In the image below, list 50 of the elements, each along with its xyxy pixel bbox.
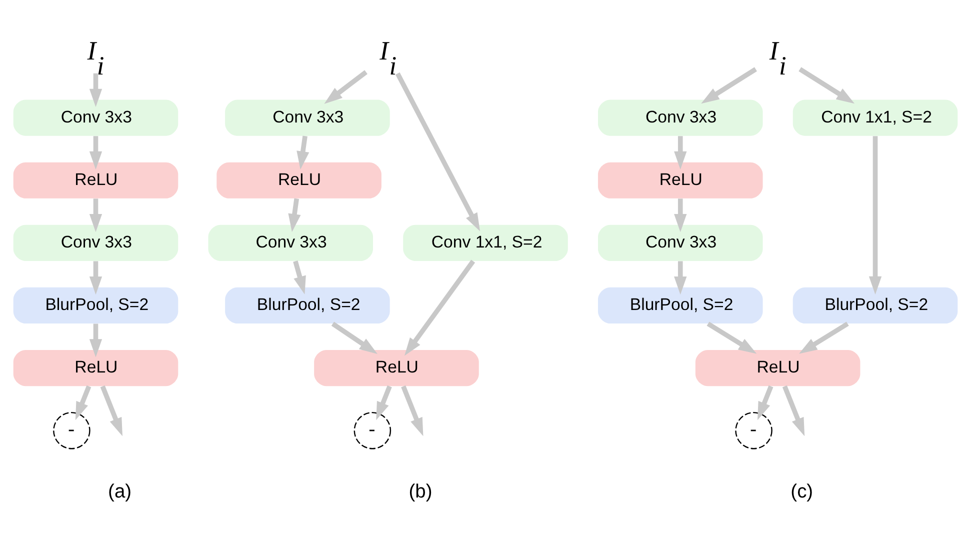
label: (a) xyxy=(108,482,132,503)
arrow xyxy=(706,322,757,354)
arrow xyxy=(296,136,310,170)
arrow xyxy=(395,72,480,232)
arrow xyxy=(798,67,855,104)
node-box: ReLU xyxy=(13,162,178,198)
node-circle: - xyxy=(53,412,90,450)
arrow xyxy=(674,261,687,295)
arrow xyxy=(868,136,882,294)
arrow xyxy=(288,198,301,232)
node-box: BlurPool, S=2 xyxy=(598,287,763,324)
arrow xyxy=(100,385,122,436)
node-box: Conv 3x3 xyxy=(208,224,374,261)
arrow xyxy=(376,385,392,420)
label: (b) xyxy=(408,482,432,503)
arrow xyxy=(324,70,368,104)
node-circle: - xyxy=(354,412,392,450)
arrow xyxy=(293,260,306,294)
arrow xyxy=(782,385,805,436)
node-box: Conv 1x1, S=2 xyxy=(403,224,568,261)
arrow xyxy=(89,324,102,358)
node-box: Conv 3x3 xyxy=(598,100,763,136)
arrow xyxy=(404,260,476,356)
node-box: ReLU xyxy=(314,350,479,386)
node-box: Conv 3x3 xyxy=(598,224,763,261)
arrow xyxy=(401,385,424,436)
node-box: Conv 3x3 xyxy=(13,100,178,136)
arrow xyxy=(799,322,849,354)
arrow xyxy=(758,385,774,420)
arrow xyxy=(75,385,92,420)
label: (c) xyxy=(790,482,814,503)
node-box: BlurPool, S=2 xyxy=(13,287,178,324)
arrow xyxy=(89,73,102,107)
node-box: BlurPool, S=2 xyxy=(225,287,390,324)
node-box: ReLU xyxy=(695,350,860,386)
node-box: BlurPool, S=2 xyxy=(792,287,958,324)
arrow xyxy=(674,198,687,232)
node-box: ReLU xyxy=(216,162,382,198)
node-box: Conv 3x3 xyxy=(13,224,178,261)
arrow xyxy=(701,67,757,104)
arrow xyxy=(674,136,687,170)
arrow xyxy=(89,198,102,232)
arrow xyxy=(89,136,102,170)
node-box: Conv 1x1, S=2 xyxy=(792,100,958,136)
arrow xyxy=(89,261,102,295)
node-circle: - xyxy=(735,412,772,450)
node-box: Conv 3x3 xyxy=(225,100,390,136)
node-box: ReLU xyxy=(13,350,178,386)
node-box: ReLU xyxy=(598,162,763,198)
arrow xyxy=(331,322,378,354)
